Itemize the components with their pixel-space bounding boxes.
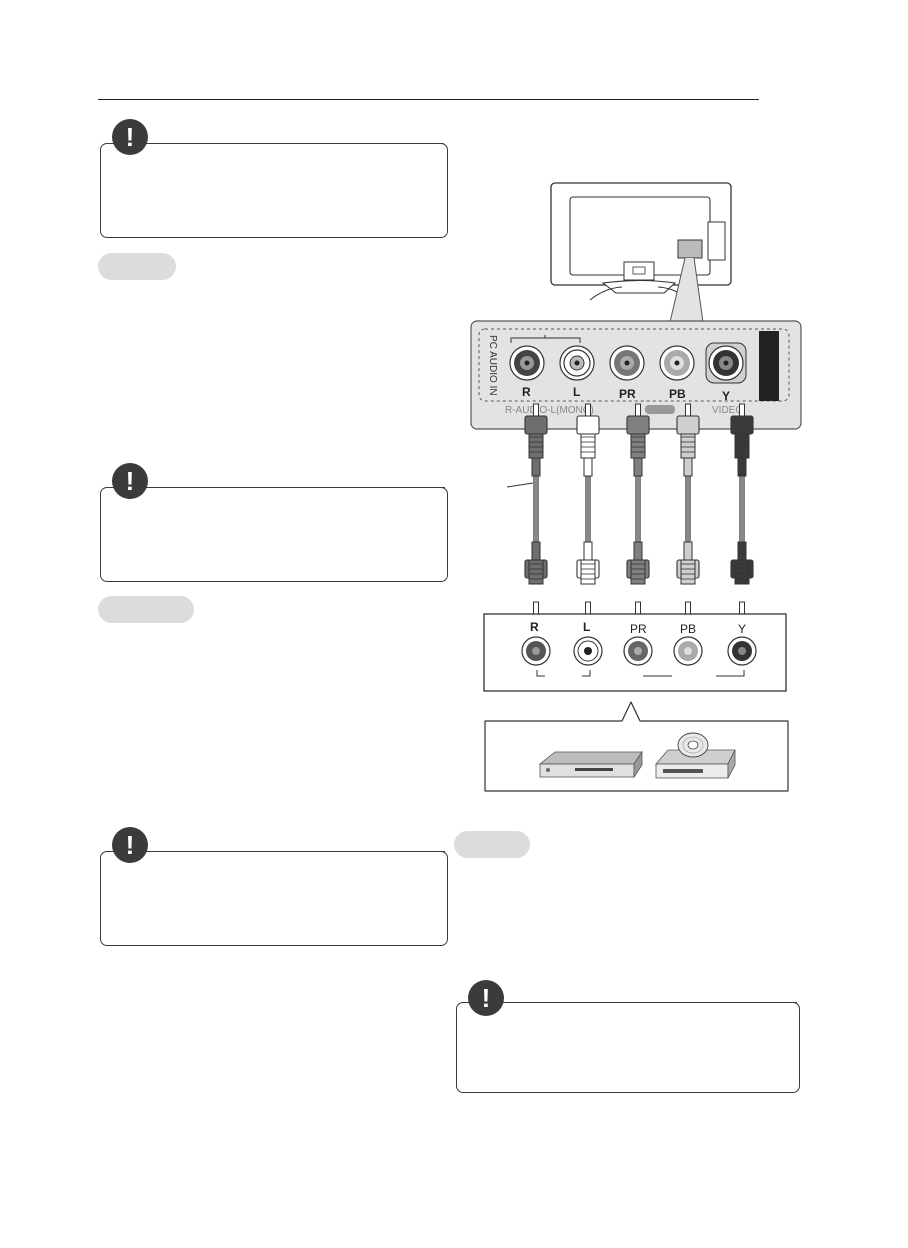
- tv-label-y: Y: [722, 389, 730, 403]
- audio-caption: R-AUDIO-L(MONO): [505, 405, 594, 416]
- section-tab-1: [98, 253, 176, 280]
- tv-jack-l: [559, 345, 595, 381]
- tv-input-panel: PC AUDIO IN: [470, 320, 802, 430]
- rca-cable-y: [730, 403, 754, 615]
- device-label-y: Y: [738, 622, 746, 636]
- tv-label-l: L: [573, 385, 580, 399]
- tv-jack-pr: [609, 345, 645, 381]
- caution-icon: !: [112, 827, 148, 863]
- header-rule: [98, 99, 759, 100]
- section-tab-3: [454, 831, 530, 858]
- caution-icon: !: [468, 980, 504, 1016]
- note-box-4-title-line: [683, 1002, 797, 1004]
- tv-back-illustration: [550, 182, 732, 301]
- note-box-1: [100, 143, 448, 238]
- device-label-l: L: [583, 620, 590, 634]
- note-box-3-title-line: [285, 851, 445, 853]
- av-device-illustration: [484, 701, 789, 792]
- tv-label-r: R: [522, 385, 531, 399]
- tv-label-pb: PB: [669, 387, 686, 401]
- tv-label-pr: PR: [619, 387, 636, 401]
- note-box-1-title-line: [332, 143, 444, 145]
- device-output-panel: R L PR PB Y: [483, 613, 787, 692]
- rca-cable-pb: [676, 403, 700, 615]
- note-box-2-title-line: [285, 487, 445, 489]
- device-jack-r: [521, 636, 551, 666]
- note-box-3: [100, 851, 448, 946]
- dvd-recorder-icon: [538, 750, 643, 779]
- video-caption: VIDEO: [712, 405, 743, 416]
- caution-icon: !: [112, 463, 148, 499]
- rca-cable-set: [524, 403, 754, 615]
- device-label-pb: PB: [680, 622, 696, 636]
- note-box-4: [456, 1002, 800, 1093]
- dvd-player-icon: [655, 732, 736, 779]
- device-label-pr: PR: [630, 622, 647, 636]
- tv-jack-pb: [659, 345, 695, 381]
- caution-icon: !: [112, 119, 148, 155]
- section-tab-2: [98, 596, 194, 623]
- rca-cable-pr: [626, 403, 650, 615]
- device-jack-y: [727, 636, 757, 666]
- device-jack-pr: [623, 636, 653, 666]
- tv-jack-y: [705, 342, 747, 384]
- device-jack-pb: [673, 636, 703, 666]
- pc-audio-in-label: PC AUDIO IN: [487, 335, 498, 396]
- device-label-r: R: [530, 620, 539, 634]
- rca-cable-red: [524, 403, 548, 615]
- note-box-2: [100, 487, 448, 582]
- tv-jack-r: [509, 345, 545, 381]
- device-jack-l: [573, 636, 603, 666]
- rca-cable-white: [576, 403, 600, 615]
